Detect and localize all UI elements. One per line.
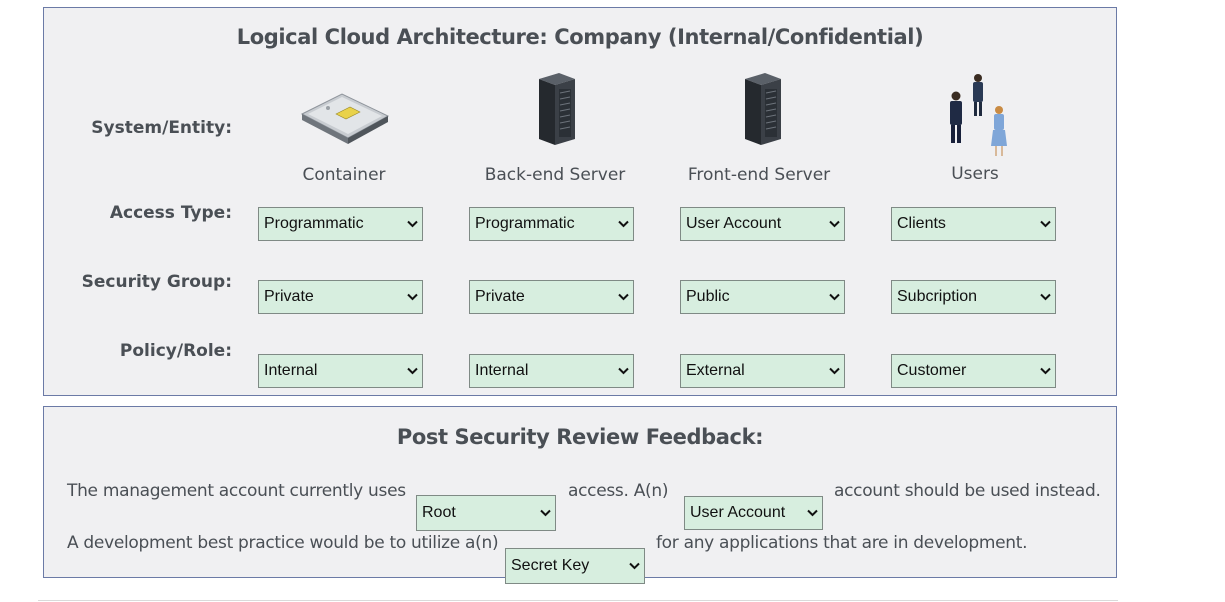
architecture-title: Logical Cloud Architecture: Company (Int…	[236, 25, 924, 49]
hard-drive-icon	[298, 86, 392, 152]
chevron-down-icon	[1039, 365, 1051, 377]
feedback-sentence1-part3: account should be used instead.	[834, 481, 1101, 501]
security-group-select-value: Private	[475, 288, 525, 305]
access-type-select-container[interactable]: Programmatic	[258, 207, 423, 241]
dev-practice-select[interactable]: Secret Key	[505, 548, 645, 584]
chevron-down-icon	[806, 507, 818, 519]
policy-role-select-value: External	[686, 362, 745, 379]
chevron-down-icon	[828, 365, 840, 377]
review-feedback-panel: Post Security Review Feedback: The manag…	[43, 406, 1117, 584]
dev-practice-select-value: Secret Key	[511, 557, 590, 574]
chevron-down-icon	[828, 218, 840, 230]
security-group-select-users[interactable]: Subcription	[891, 280, 1056, 314]
access-type-select-value: Clients	[897, 215, 946, 232]
column-label-back-end-server: Back-end Server	[484, 165, 626, 185]
recommended-account-select[interactable]: User Account	[684, 496, 823, 530]
feedback-sentence2-part2: for any applications that are in develop…	[656, 533, 1028, 553]
recommended-account-select-value: User Account	[690, 504, 786, 521]
row-label-access-type: Access Type:	[109, 203, 232, 223]
security-group-select-back-end-server[interactable]: Private	[469, 280, 634, 314]
chevron-down-icon	[617, 291, 629, 303]
current-access-select-value: Root	[422, 504, 456, 521]
access-type-select-value: User Account	[686, 215, 782, 232]
chevron-down-icon	[539, 507, 551, 519]
chevron-down-icon	[617, 365, 629, 377]
feedback-sentence1-part1: The management account currently uses	[67, 481, 406, 501]
policy-role-select-container[interactable]: Internal	[258, 354, 423, 388]
access-type-select-users[interactable]: Clients	[891, 207, 1056, 241]
policy-role-select-value: Internal	[264, 362, 318, 379]
architecture-panel: Logical Cloud Architecture: Company (Int…	[43, 7, 1117, 396]
column-label-front-end-server: Front-end Server	[687, 165, 831, 185]
access-type-select-back-end-server[interactable]: Programmatic	[469, 207, 634, 241]
row-label-policy-role: Policy/Role:	[119, 341, 232, 361]
security-group-select-front-end-server[interactable]: Public	[680, 280, 845, 314]
chevron-down-icon	[406, 291, 418, 303]
security-group-select-value: Public	[686, 288, 730, 305]
security-group-select-value: Private	[264, 288, 314, 305]
column-label-container: Container	[302, 165, 386, 185]
chevron-down-icon	[1039, 218, 1051, 230]
bottom-divider	[38, 600, 1118, 601]
chevron-down-icon	[1039, 291, 1051, 303]
row-label-system-entity: System/Entity:	[91, 118, 232, 138]
column-label-users: Users	[951, 164, 999, 184]
access-type-select-value: Programmatic	[264, 215, 364, 232]
chevron-down-icon	[406, 365, 418, 377]
policy-role-select-back-end-server[interactable]: Internal	[469, 354, 634, 388]
security-group-select-container[interactable]: Private	[258, 280, 423, 314]
access-type-select-value: Programmatic	[475, 215, 575, 232]
access-type-select-front-end-server[interactable]: User Account	[680, 207, 845, 241]
chevron-down-icon	[617, 218, 629, 230]
row-label-security-group: Security Group:	[81, 272, 232, 292]
policy-role-select-front-end-server[interactable]: External	[680, 354, 845, 388]
chevron-down-icon	[406, 218, 418, 230]
current-access-select[interactable]: Root	[416, 495, 556, 531]
security-group-select-value: Subcription	[897, 288, 978, 305]
feedback-sentence2-part1: A development best practice would be to …	[67, 533, 499, 553]
policy-role-select-value: Internal	[475, 362, 529, 379]
chevron-down-icon	[628, 560, 640, 572]
feedback-sentence1-part2: access. A(n)	[568, 481, 669, 501]
server-rack-icon	[535, 71, 577, 151]
server-rack-icon	[741, 71, 783, 151]
users-group-icon	[944, 70, 1010, 164]
chevron-down-icon	[828, 291, 840, 303]
policy-role-select-users[interactable]: Customer	[891, 354, 1056, 388]
review-feedback-title: Post Security Review Feedback:	[396, 425, 764, 449]
policy-role-select-value: Customer	[897, 362, 967, 379]
